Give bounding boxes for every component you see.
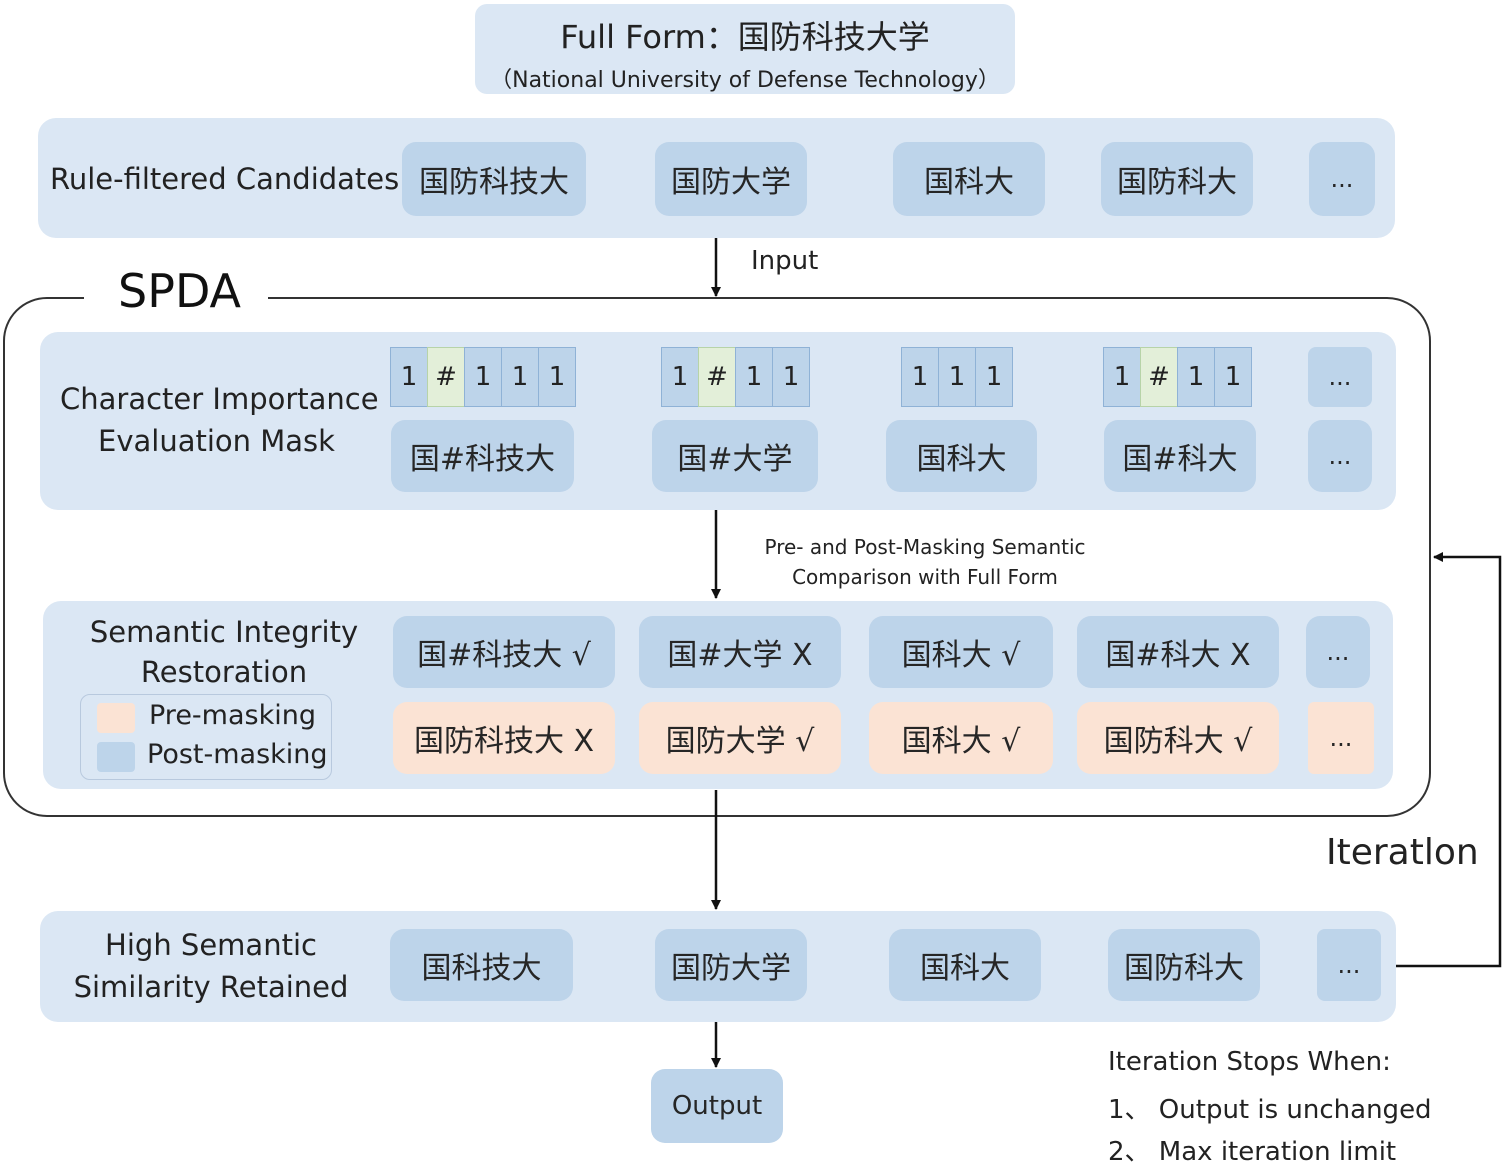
restoration-panel: Semantic Integrity Restoration Pre-maski… xyxy=(43,601,1393,789)
candidate-box: 国防大学 xyxy=(655,142,807,216)
mask-cell-masked: # xyxy=(698,347,736,407)
candidate-more-box: ... xyxy=(1309,142,1375,216)
masked-more-box: ... xyxy=(1308,420,1372,492)
masked-candidate-box: 国#科大 xyxy=(1104,420,1256,492)
retained-box: 国科大 xyxy=(889,929,1041,1001)
post-masking-box: 国#大学 X xyxy=(639,616,841,688)
rule-filtered-label: Rule-filtered Candidates xyxy=(50,162,400,196)
mask-row: 1 # 1 1 1 xyxy=(390,347,576,407)
legend-swatch-pre xyxy=(97,703,135,733)
mask-cell-masked: # xyxy=(1140,347,1178,407)
pre-masking-box: 国科大 √ xyxy=(869,702,1053,774)
post-masking-more-box: ... xyxy=(1306,616,1370,688)
pre-masking-box: 国防科大 √ xyxy=(1077,702,1279,774)
restoration-label-line2: Restoration xyxy=(140,655,308,689)
full-form-box: Full Form：国防科技大学 （National University of… xyxy=(475,4,1015,94)
mask-cell-masked: # xyxy=(427,347,465,407)
retained-panel: High Semantic Similarity Retained 国科技大 国… xyxy=(40,911,1396,1022)
stop-item-1: 1、 Output is unchanged xyxy=(1108,1095,1432,1125)
mask-more-box: ... xyxy=(1308,347,1372,407)
restoration-label-line1: Semantic Integrity xyxy=(89,615,359,649)
masked-candidate-box: 国科大 xyxy=(886,420,1037,492)
retained-more-box: ... xyxy=(1317,929,1381,1001)
comparison-label-line1: Pre- and Post-Masking Semantic xyxy=(764,535,1086,559)
mask-cell: 1 xyxy=(1177,347,1215,407)
mask-row: 1 # 1 1 xyxy=(1103,347,1252,407)
iteration-label: Iteratlon xyxy=(1326,832,1479,873)
masked-candidate-box: 国#大学 xyxy=(652,420,818,492)
iteration-loop-arrow xyxy=(1396,552,1502,968)
retained-box: 国防大学 xyxy=(655,929,807,1001)
mask-cell: 1 xyxy=(772,347,810,407)
candidate-box: 国防科大 xyxy=(1101,142,1253,216)
mask-cell: 1 xyxy=(464,347,502,407)
legend-label-post: Post-masking xyxy=(147,739,328,770)
mask-cell: 1 xyxy=(390,347,428,407)
mask-row: 1 # 1 1 xyxy=(661,347,810,407)
retained-label-line1: High Semantic xyxy=(105,928,317,962)
mask-cell: 1 xyxy=(538,347,576,407)
input-label: Input xyxy=(751,246,819,276)
post-masking-box: 国科大 √ xyxy=(869,616,1053,688)
full-form-title: Full Form：国防科技大学 xyxy=(560,18,930,56)
masked-candidate-box: 国#科技大 xyxy=(391,420,574,492)
full-form-subtitle: （National University of Defense Technolo… xyxy=(490,68,1000,93)
pre-masking-more-box: ... xyxy=(1308,702,1374,774)
importance-label-line1: Character Importance xyxy=(60,382,379,416)
retained-box: 国防科大 xyxy=(1108,929,1260,1001)
importance-panel: Character Importance Evaluation Mask 1 #… xyxy=(40,332,1396,510)
retained-label-line2: Similarity Retained xyxy=(73,970,349,1004)
pre-masking-box: 国防大学 √ xyxy=(639,702,841,774)
post-masking-box: 国#科大 X xyxy=(1077,616,1279,688)
output-box: Output xyxy=(651,1069,783,1143)
spda-title: SPDA xyxy=(118,264,242,318)
pre-masking-box: 国防科技大 X xyxy=(393,702,615,774)
candidate-box: 国科大 xyxy=(893,142,1045,216)
legend-swatch-post xyxy=(97,742,135,772)
post-masking-box: 国#科技大 √ xyxy=(393,616,615,688)
mask-cell: 1 xyxy=(901,347,939,407)
mask-cell: 1 xyxy=(1214,347,1252,407)
mask-cell: 1 xyxy=(975,347,1013,407)
rule-filtered-panel: Rule-filtered Candidates 国防科技大 国防大学 国科大 … xyxy=(38,118,1395,238)
stop-title: Iteration Stops When: xyxy=(1108,1047,1391,1077)
comparison-label-line2: Comparison with Full Form xyxy=(792,565,1058,589)
candidate-box: 国防科技大 xyxy=(402,142,586,216)
mask-cell: 1 xyxy=(501,347,539,407)
legend-label-pre: Pre-masking xyxy=(149,700,316,731)
retained-box: 国科技大 xyxy=(390,929,573,1001)
mask-row: 1 1 1 xyxy=(901,347,1013,407)
legend: Pre-masking Post-masking xyxy=(80,694,332,780)
mask-cell: 1 xyxy=(735,347,773,407)
spda-title-gap xyxy=(84,280,268,314)
importance-label-line2: Evaluation Mask xyxy=(98,424,335,458)
mask-cell: 1 xyxy=(1103,347,1141,407)
